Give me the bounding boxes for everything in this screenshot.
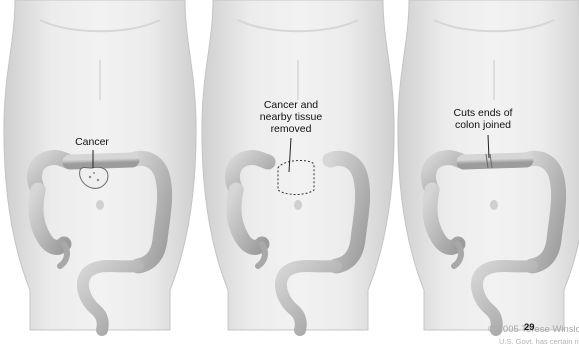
copyright-line-2: U.S. Govt. has certain rights <box>499 337 579 346</box>
label-cancer: Cancer <box>68 136 116 148</box>
label-tissue-removed: Cancer and nearby tissue removed <box>258 99 324 135</box>
panel-2-torso <box>202 0 394 330</box>
label-colon-joined: Cuts ends of colon joined <box>452 107 514 131</box>
panel-3-torso <box>398 0 579 330</box>
panel-1-torso <box>4 0 196 330</box>
page-number: 29 <box>524 322 535 333</box>
